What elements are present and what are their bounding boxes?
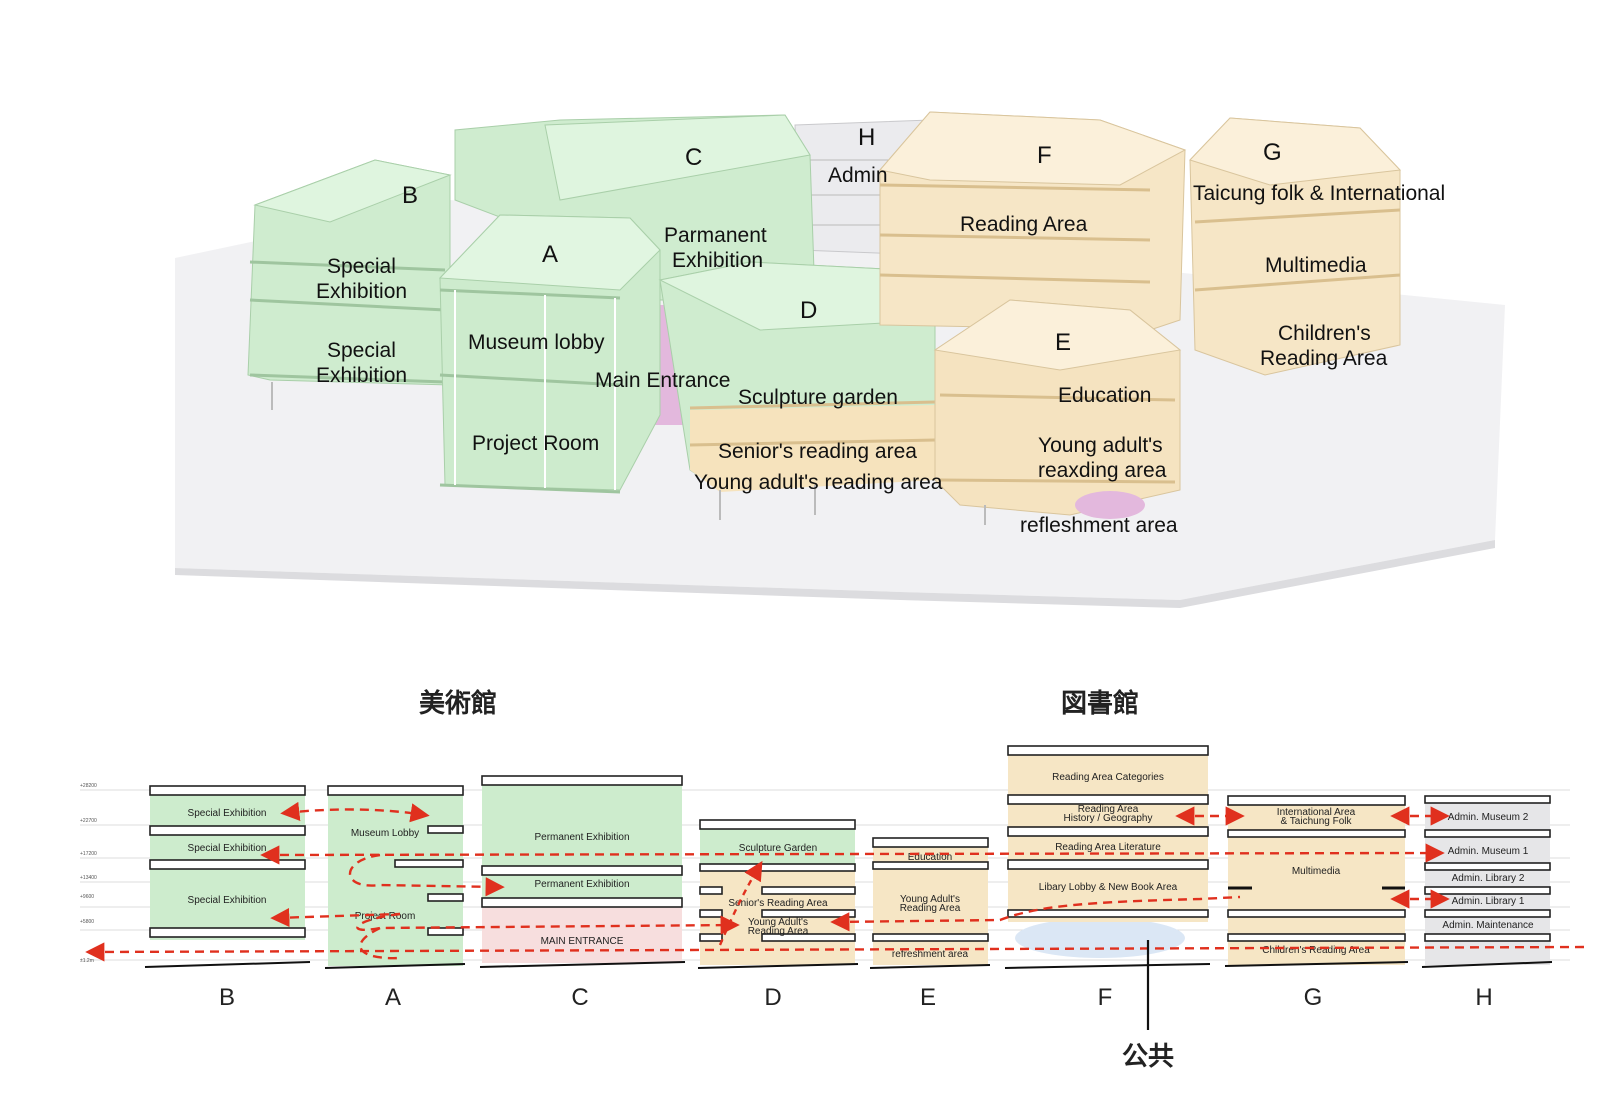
section-col-d: Sculpture Garden Senior's Reading Area Y… [699,819,856,965]
space-a1: Museum Lobby [351,828,419,839]
zone-title-library: 図書館 [1061,688,1139,719]
label-g-taicung: Taicung folk & International [1193,182,1445,205]
block-c [454,114,816,301]
label-c-perm-a: Parmanent [664,224,767,247]
column-label-d: D [764,984,781,1011]
block-letter-e: E [1055,329,1071,356]
site-ground-edge [175,540,1495,608]
column-label-b: B [219,984,235,1011]
ground-lines [144,961,1553,969]
column-label-h: H [1475,984,1492,1011]
space-h4: Admin. Library 1 [1452,896,1525,907]
block-b [247,159,452,410]
space-f1: Reading Area Categories [1052,772,1164,783]
section-col-c: Permanent Exhibition Permanent Exhibitio… [481,775,683,963]
level-label-6: ±1.2m [80,958,94,964]
level-label-2: +17200 [80,851,97,857]
public-label: 公共 [1122,1042,1174,1072]
level-label-4: +9600 [80,894,94,900]
space-g2: Multimedia [1292,866,1341,877]
block-e [933,299,1182,525]
label-e-education: Education [1058,384,1151,407]
space-d3a: Young Adult's [748,917,808,928]
label-g-children-a: Children's [1278,322,1371,345]
level-label-1: +22700 [80,818,97,824]
block-letter-g: G [1263,139,1282,166]
space-f4: Libary Lobby & New Book Area [1039,882,1178,893]
label-a-lobby: Museum lobby [468,331,605,354]
space-b1: Special Exhibition [188,808,267,819]
block-g [1189,117,1402,376]
space-c1: Permanent Exhibition [534,832,629,843]
label-e-young-b: reaxding area [1038,459,1167,482]
space-h5: Admin. Maintenance [1442,920,1534,931]
circulation-arrows [85,801,1586,962]
label-b-special-2a: Special [327,339,396,362]
label-h-admin: Admin [828,164,888,187]
column-label-c: C [571,984,588,1011]
block-letter-c: C [685,144,702,171]
level-label-5: +5800 [80,919,94,925]
space-b2: Special Exhibition [188,843,267,854]
axonometric-model: B C H F G A D E Admin Special Exhibition… [175,111,1505,608]
zone-title-museum: 美術館 [419,688,497,719]
section-col-e: Education Young Adult's Reading Area ref… [872,837,989,965]
column-label-e: E [920,984,936,1011]
label-e-refresh: refleshment area [1020,514,1178,537]
space-d2: Senior's Reading Area [728,898,828,909]
label-b-special-1a: Special [327,255,396,278]
space-e2b: Reading Area [900,903,961,914]
label-a-project: Project Room [472,432,599,455]
label-b-special-2b: Exhibition [316,364,407,387]
block-letter-h: H [858,124,875,151]
space-c3: MAIN ENTRANCE [541,936,624,947]
block-letter-b: B [402,182,418,209]
block-letter-a: A [542,241,558,268]
space-c2: Permanent Exhibition [534,879,629,890]
space-e2a: Young Adult's [900,894,960,905]
space-g3: Children's Reading Area [1262,945,1370,956]
label-main-entrance: Main Entrance [595,369,730,392]
column-label-a: A [385,984,401,1011]
block-letter-d: D [800,297,817,324]
space-f2a: Reading Area [1078,804,1139,815]
label-e-young-a: Young adult's [1038,434,1163,457]
section-col-h: Admin. Museum 2 Admin. Museum 1 Admin. L… [1424,795,1551,965]
label-g-children-b: Reading Area [1260,347,1388,370]
space-f2b: History / Geography [1064,813,1153,824]
section-diagram: 美術館 図書館 +28200 +22700 +17200 +13400 +960… [80,688,1586,1072]
space-b3: Special Exhibition [188,895,267,906]
column-label-g: G [1304,984,1323,1011]
space-h1: Admin. Museum 2 [1448,812,1529,823]
space-h2: Admin. Museum 1 [1448,846,1529,857]
space-d3b: Reading Area [748,926,809,937]
label-d-senior: Senior's reading area [718,440,917,463]
column-label-f: F [1098,984,1113,1011]
public-plaza [1015,918,1185,958]
space-d1: Sculpture Garden [739,843,817,854]
section-col-a: Museum Lobby Project Room [327,785,464,966]
space-g1a: International Area [1277,807,1356,818]
space-e3: refreshment area [892,949,969,960]
label-g-multimedia: Multimedia [1265,254,1367,277]
block-a [438,214,661,494]
level-label-0: +28200 [80,783,97,789]
block-letter-f: F [1037,142,1052,169]
level-label-3: +13400 [80,875,97,881]
space-f3: Reading Area Literature [1055,842,1161,853]
label-d-sculpture: Sculpture garden [738,386,898,409]
block-d [658,261,936,520]
label-f-reading: Reading Area [960,213,1088,236]
label-b-special-1b: Exhibition [316,280,407,303]
block-f [879,111,1187,331]
label-c-perm-b: Exhibition [672,249,763,272]
label-d-young: Young adult's reading area [694,471,943,494]
section-col-g: International Area & Taichung Folk Multi… [1227,795,1406,965]
space-h3: Admin. Library 2 [1452,873,1525,884]
section-col-f: Reading Area Categories Reading Area His… [1007,745,1209,922]
space-g1b: & Taichung Folk [1281,816,1353,827]
